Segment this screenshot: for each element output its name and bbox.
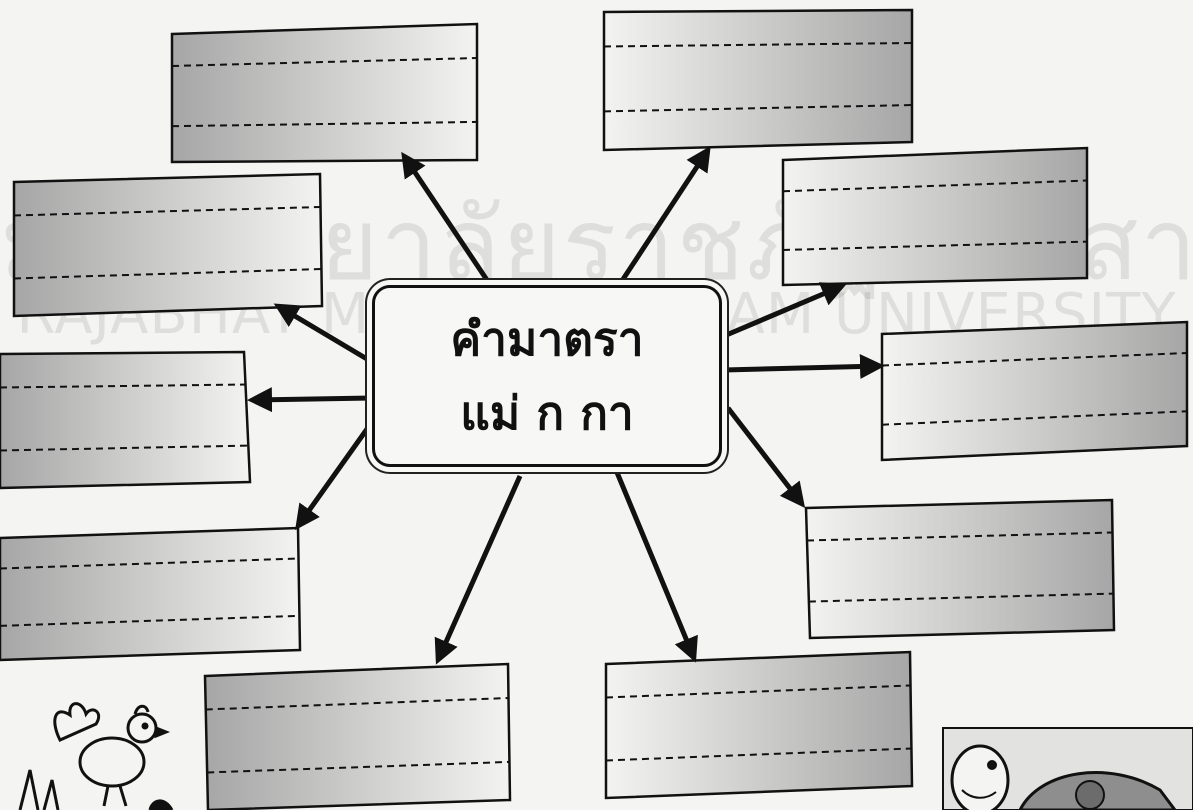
arrow-to-middle-left: [252, 398, 372, 400]
arrow-to-bottom-left: [438, 476, 520, 660]
chicken-tail-icon: [55, 704, 99, 740]
arrow-to-middle-right: [724, 366, 880, 370]
arrow-to-lower-right: [728, 408, 802, 504]
chicken-body-icon: [80, 738, 144, 786]
center-topic-box: คำมาตรา แม่ ก กา: [372, 285, 722, 467]
blank-answer-box-bottom-right: [606, 652, 912, 798]
blank-answer-box-bottom-left: [205, 664, 510, 810]
blank-answer-box-lower-right: [806, 500, 1114, 638]
arrow-to-upper-right: [724, 286, 842, 336]
chicken-head-icon: [128, 714, 156, 742]
blank-answer-box-middle-right: [882, 322, 1187, 460]
blank-answer-box-middle-left: [0, 352, 250, 488]
arrow-to-top-left: [404, 156, 495, 292]
arrow-to-lower-left: [298, 422, 372, 526]
blank-answer-box-top-left: [172, 24, 477, 162]
turtle-head-icon: [952, 746, 1008, 810]
center-title: คำมาตรา: [450, 302, 643, 376]
blank-answer-box-upper-right: [783, 148, 1087, 285]
blank-answer-box-top-right: [604, 10, 912, 150]
turtle-illustration: [943, 728, 1193, 810]
center-subtitle: แม่ ก กา: [460, 376, 634, 450]
blank-answer-box-upper-left: [14, 174, 322, 316]
chicken-illustration: [20, 704, 172, 810]
arrow-to-top-right: [612, 150, 708, 296]
arrow-to-bottom-right: [616, 470, 694, 658]
arrow-to-upper-left: [278, 306, 372, 362]
blank-answer-box-lower-left: [0, 528, 300, 660]
